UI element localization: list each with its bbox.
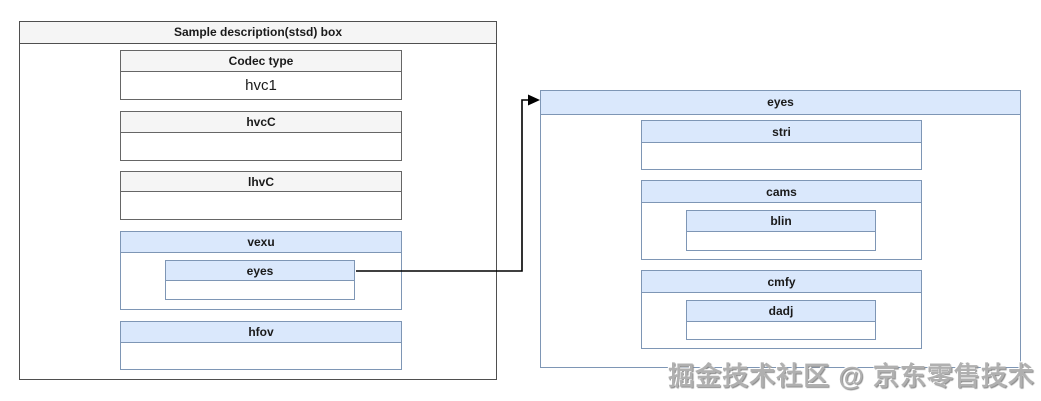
box-blin-value [686, 232, 876, 251]
box-stri-header: stri [641, 120, 922, 143]
box-stri: stri [641, 120, 922, 170]
box-stri-value [641, 143, 922, 170]
eyes-box-title: eyes [541, 91, 1020, 115]
box-blin-header: blin [686, 210, 876, 232]
box-hvcC-header: hvcC [120, 111, 402, 133]
box-dadj: dadj [686, 300, 876, 340]
box-eyes-left-header: eyes [165, 260, 355, 281]
box-codec-type-header: Codec type [120, 50, 402, 72]
box-blin: blin [686, 210, 876, 251]
box-hvcC: hvcC [120, 111, 402, 161]
box-hfov-header: hfov [120, 321, 402, 343]
box-dadj-value [686, 322, 876, 340]
box-dadj-header: dadj [686, 300, 876, 322]
box-vexu-header: vexu [120, 231, 402, 253]
box-cams-header: cams [641, 180, 922, 203]
box-lhvC-value [120, 192, 402, 220]
stsd-box-title: Sample description(stsd) box [20, 22, 496, 44]
box-codec-type-value: hvc1 [120, 72, 402, 100]
box-eyes-left-value [165, 281, 355, 300]
box-codec-type: Codec type hvc1 [120, 50, 402, 100]
box-cmfy-header: cmfy [641, 270, 922, 293]
box-hvcC-value [120, 133, 402, 161]
box-lhvC: lhvC [120, 171, 402, 220]
box-hfov: hfov [120, 321, 402, 370]
watermark-text: 掘金技术社区 @ 京东零售技术 [668, 361, 1035, 391]
box-lhvC-header: lhvC [120, 171, 402, 192]
box-eyes-left: eyes [165, 260, 355, 300]
box-hfov-value [120, 343, 402, 370]
